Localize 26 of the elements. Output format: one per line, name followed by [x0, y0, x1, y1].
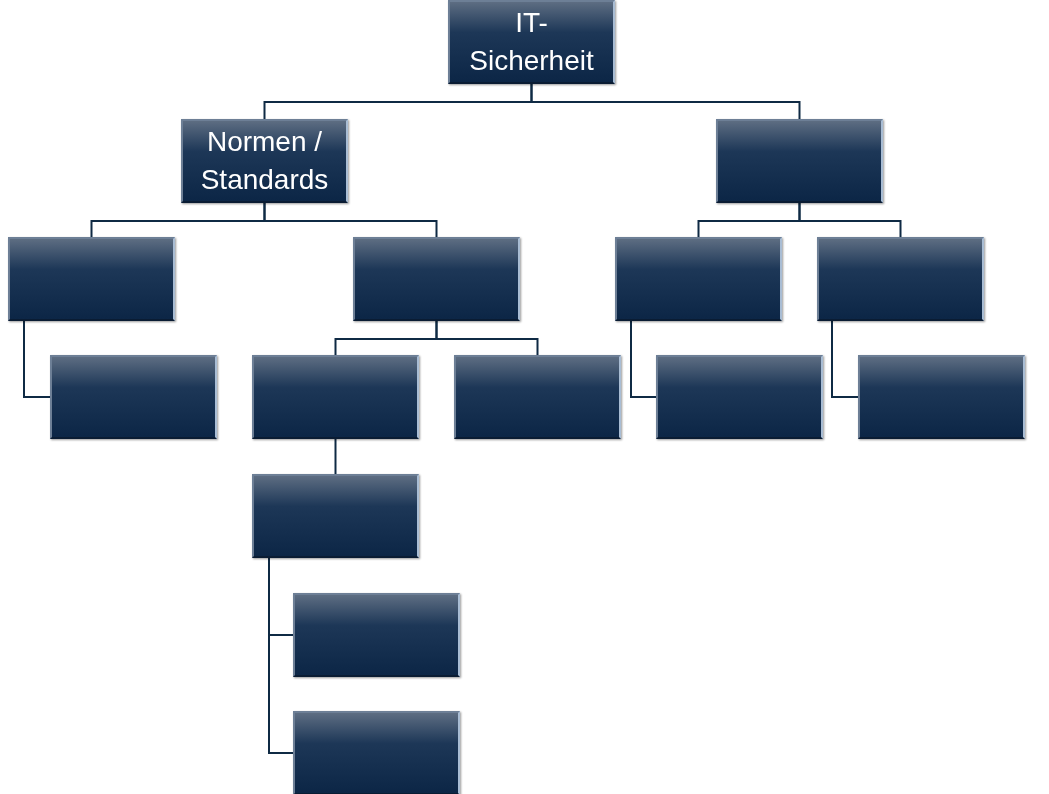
- connector-line: [334, 438, 337, 475]
- box-label: IT-Sicherheit: [468, 6, 595, 78]
- connector-line: [263, 202, 438, 238]
- empty-org-box: [858, 355, 1025, 439]
- connector-line: [798, 202, 902, 238]
- connector-line: [23, 320, 51, 398]
- connector-line: [435, 320, 539, 356]
- empty-org-box: [293, 711, 460, 794]
- connector-line: [831, 320, 859, 398]
- connector-line: [268, 557, 294, 754]
- org-box: [448, 0, 615, 84]
- empty-org-box: [353, 237, 520, 321]
- empty-org-box: [8, 237, 175, 321]
- empty-org-box: [293, 593, 460, 677]
- empty-org-box: [817, 237, 984, 321]
- empty-org-box: [656, 355, 823, 439]
- empty-org-box: [716, 119, 883, 203]
- connector-line: [530, 83, 801, 120]
- connector-line: [630, 320, 657, 398]
- box-label: Normen / Standards: [199, 125, 330, 197]
- empty-org-box: [454, 355, 621, 439]
- empty-org-box: [252, 355, 419, 439]
- empty-org-box: [252, 474, 419, 558]
- org-box: [181, 119, 348, 203]
- empty-org-box: [615, 237, 782, 321]
- empty-org-box: [50, 355, 217, 439]
